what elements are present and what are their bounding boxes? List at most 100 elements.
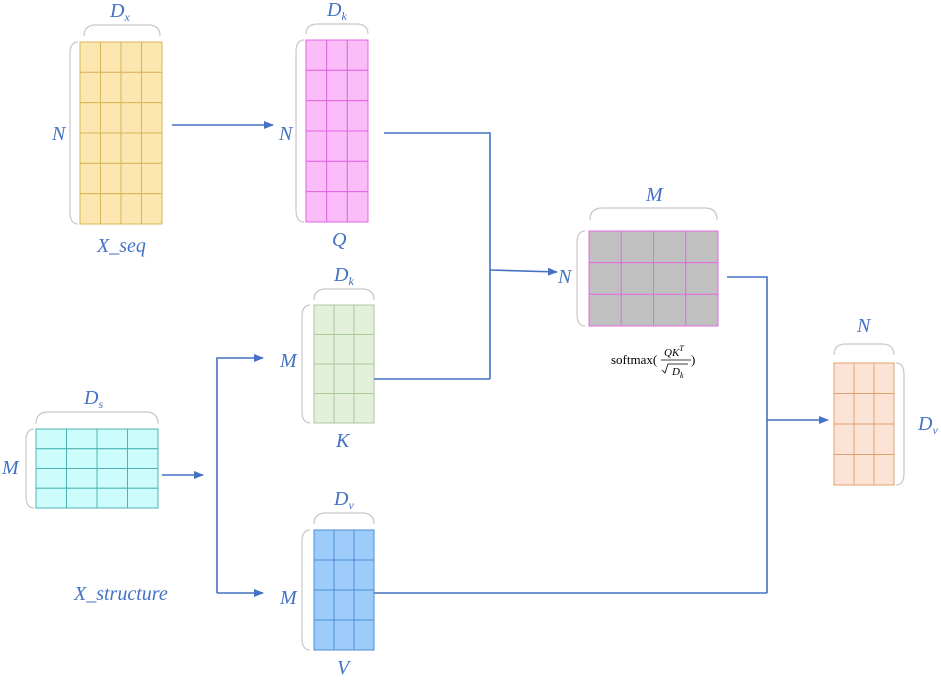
q-matrix: Dk N Q — [278, 0, 369, 251]
output-matrix: N Dv — [833, 315, 938, 486]
output-cell — [853, 454, 875, 486]
arrow-split-to-k — [216, 354, 264, 593]
v-name: V — [337, 657, 352, 679]
q-cell — [326, 69, 348, 102]
x-structure-cell — [66, 428, 98, 450]
q-cell — [326, 130, 348, 162]
x-seq-cell — [100, 71, 122, 104]
x-structure-grid — [35, 428, 159, 509]
q-cell — [326, 191, 348, 223]
output-cell — [853, 393, 875, 425]
x-structure-height-label: M — [1, 457, 20, 479]
x-seq-cell — [100, 102, 122, 134]
output-cell — [873, 423, 895, 455]
k-width-label: Dk — [333, 264, 354, 288]
x-structure-cell — [35, 468, 67, 489]
arrow-merge-to-attention — [489, 267, 558, 276]
x-seq-cell — [100, 193, 122, 225]
x-structure-cell — [66, 448, 98, 469]
output-width-label: N — [856, 315, 872, 337]
x-structure-top-brace — [35, 411, 159, 425]
k-cell — [353, 363, 375, 394]
x-seq-grid — [79, 41, 163, 225]
v-left-brace — [301, 529, 311, 651]
q-cell — [346, 39, 369, 71]
formula-func: softmax( — [611, 352, 657, 367]
x-structure-cell — [127, 487, 159, 509]
x-structure-cell — [66, 487, 98, 509]
output-grid — [833, 362, 895, 486]
output-cell — [853, 362, 875, 394]
x-seq-cell — [100, 132, 122, 164]
output-cell — [833, 362, 855, 394]
attention-matrix: M N — [557, 184, 719, 327]
k-cell — [333, 363, 355, 394]
k-height-label: M — [279, 350, 298, 372]
v-cell — [333, 529, 355, 561]
q-cell — [346, 100, 369, 132]
k-cell — [353, 334, 375, 365]
x-seq-cell — [120, 102, 142, 134]
x-structure-cell — [96, 468, 128, 489]
k-cell — [333, 393, 355, 424]
q-height-label: N — [278, 123, 294, 145]
attention-cell — [653, 230, 687, 264]
connector-attention-to-merge — [727, 276, 768, 593]
x-seq-cell — [79, 162, 101, 195]
q-cell — [346, 69, 369, 102]
q-cell — [326, 160, 348, 193]
output-cell — [873, 362, 895, 394]
x-seq-cell — [141, 162, 163, 195]
v-grid — [313, 529, 375, 651]
formula-close: ) — [691, 352, 695, 367]
x-seq-cell — [141, 102, 163, 134]
x-structure-cell — [96, 448, 128, 469]
attention-cell — [620, 293, 654, 327]
output-cell — [873, 393, 895, 425]
x-structure-name: X_structure — [73, 583, 168, 605]
x-seq-cell — [79, 102, 101, 134]
q-cell — [305, 130, 328, 162]
q-name: Q — [332, 229, 347, 251]
k-cell — [353, 304, 375, 335]
q-cell — [305, 160, 328, 193]
v-cell — [333, 589, 355, 621]
k-top-brace — [313, 288, 375, 301]
v-cell — [313, 559, 335, 591]
attention-cell — [620, 262, 654, 295]
k-matrix: Dk M K — [279, 264, 375, 452]
x-seq-cell — [120, 41, 142, 73]
v-cell — [313, 529, 335, 561]
v-top-brace — [313, 512, 375, 525]
x-seq-cell — [141, 132, 163, 164]
attention-grid — [588, 230, 719, 327]
output-cell — [833, 454, 855, 486]
x-seq-name: X_seq — [96, 235, 146, 257]
v-height-label: M — [279, 587, 298, 609]
x-seq-cell — [79, 41, 101, 73]
x-seq-left-brace — [69, 41, 79, 225]
x-seq-top-brace — [83, 24, 161, 37]
v-width-label: Dv — [333, 488, 354, 512]
x-seq-cell — [120, 193, 142, 225]
q-cell — [346, 130, 369, 162]
q-grid — [305, 39, 369, 223]
attention-cell — [588, 293, 622, 327]
attention-cell — [685, 230, 719, 264]
attention-cell — [653, 262, 687, 295]
output-cell — [853, 423, 875, 455]
attention-cell — [685, 293, 719, 327]
q-cell — [326, 39, 348, 71]
x-structure-width-label: Ds — [83, 387, 103, 411]
x-seq-cell — [79, 132, 101, 164]
x-structure-cell — [66, 468, 98, 489]
x-seq-cell — [79, 71, 101, 104]
x-structure-cell — [35, 487, 67, 509]
q-cell — [305, 191, 328, 223]
q-cell — [305, 39, 328, 71]
k-name: K — [335, 430, 351, 452]
q-cell — [346, 191, 369, 223]
k-cell — [353, 393, 375, 424]
q-cell — [305, 69, 328, 102]
